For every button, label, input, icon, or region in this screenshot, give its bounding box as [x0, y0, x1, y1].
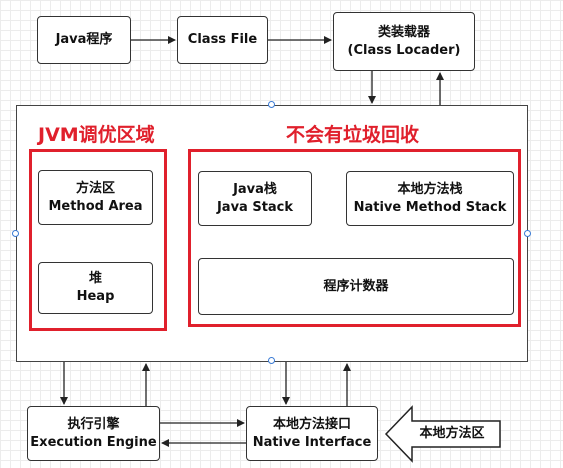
native-method-stack-label-en: Native Method Stack: [353, 199, 507, 215]
java-program-label: Java程序: [55, 32, 113, 47]
java-stack-box: Java栈 Java Stack: [198, 171, 312, 226]
selection-handle-right: [524, 230, 531, 237]
native-interface-label-cn: 本地方法接口: [272, 416, 351, 432]
heap-label-cn: 堆: [88, 271, 102, 286]
class-file-box: Class File: [177, 16, 268, 64]
no-gc-title: 不会有垃圾回收: [286, 124, 420, 146]
class-loader-box: 类装载器 (Class Locader): [333, 12, 475, 71]
execution-engine-label-cn: 执行引擎: [67, 416, 120, 432]
native-library-label: 本地方法区: [419, 426, 485, 441]
method-area-label-en: Method Area: [48, 198, 143, 214]
tuning-region-frame: [29, 149, 167, 331]
native-method-stack-label-cn: 本地方法栈: [397, 181, 463, 197]
java-stack-label-cn: Java栈: [233, 181, 277, 197]
class-file-label: Class File: [187, 32, 258, 47]
execution-engine-box: 执行引擎 Execution Engine: [27, 406, 160, 461]
java-stack-label-en: Java Stack: [216, 199, 294, 215]
native-interface-label-en: Native Interface: [252, 434, 372, 450]
native-library-block-arrow: [384, 405, 501, 463]
method-area-label-cn: 方法区: [75, 180, 115, 196]
heap-label-en: Heap: [76, 289, 115, 304]
selection-handle-top: [268, 101, 275, 108]
native-method-stack-box: 本地方法栈 Native Method Stack: [346, 171, 514, 226]
class-loader-label-en: (Class Locader): [347, 42, 461, 58]
program-counter-box: 程序计数器: [198, 258, 514, 315]
class-loader-label-cn: 类装载器: [377, 24, 430, 40]
heap-box: 堆 Heap: [38, 262, 153, 314]
jvm-tuning-title: JVM调优区域: [38, 124, 155, 146]
selection-handle-bottom: [268, 357, 275, 364]
execution-engine-label-en: Execution Engine: [30, 434, 157, 450]
method-area-box: 方法区 Method Area: [38, 170, 153, 225]
program-counter-label: 程序计数器: [323, 278, 389, 294]
no-gc-region-frame: [188, 149, 521, 327]
java-program-box: Java程序: [37, 16, 131, 64]
native-interface-box: 本地方法接口 Native Interface: [246, 406, 378, 461]
selection-handle-left: [12, 230, 19, 237]
